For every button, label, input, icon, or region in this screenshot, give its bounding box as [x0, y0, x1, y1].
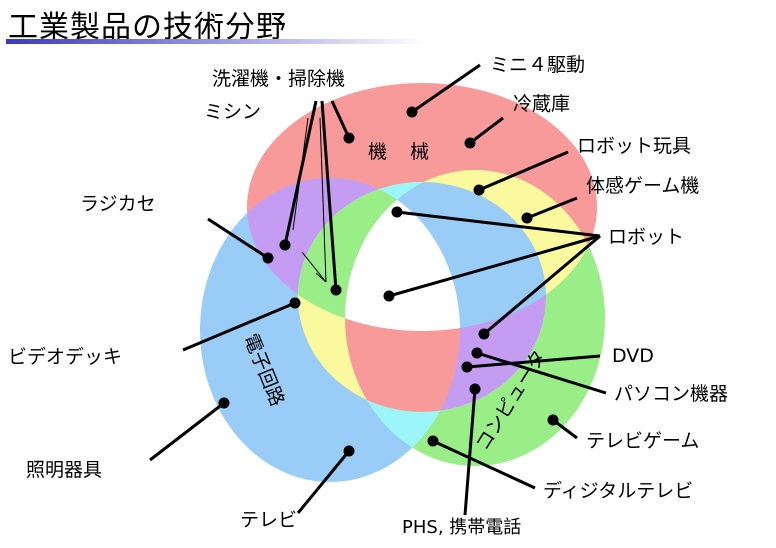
item-dots — [218, 106, 559, 457]
ring-label-mechanical-2: 械 — [410, 141, 429, 163]
label-sewing-machine: ミシン — [204, 101, 261, 123]
label-pc-devices: パソコン機器 — [614, 383, 728, 405]
label-body-game: 体感ゲーム機 — [586, 175, 699, 197]
label-washer-cleaner: 洗濯機・掃除機 — [212, 68, 345, 90]
thin-arrow-lines — [292, 117, 327, 283]
leader-lines — [149, 63, 607, 516]
ring-label-mechanical-1: 機 — [368, 141, 387, 163]
title-underline — [6, 39, 426, 44]
label-phs-phone: PHS, 携帯電話 — [402, 517, 521, 538]
ring-computer — [297, 170, 605, 466]
label-radio-cassette: ラジカセ — [80, 193, 156, 215]
label-robot: ロボット — [608, 226, 684, 248]
label-mini4wd: ミニ４駆動 — [490, 54, 585, 76]
label-robot-toy: ロボット玩具 — [577, 135, 691, 157]
label-refrigerator: 冷蔵庫 — [513, 93, 570, 115]
label-lighting: 照明器具 — [26, 459, 102, 481]
label-tv: テレビ — [240, 509, 297, 531]
label-dvd: DVD — [612, 345, 654, 367]
label-digital-tv: ディジタルテレビ — [543, 480, 693, 502]
label-video-deck: ビデオデッキ — [8, 346, 122, 368]
label-tv-game: テレビゲーム — [586, 430, 699, 452]
